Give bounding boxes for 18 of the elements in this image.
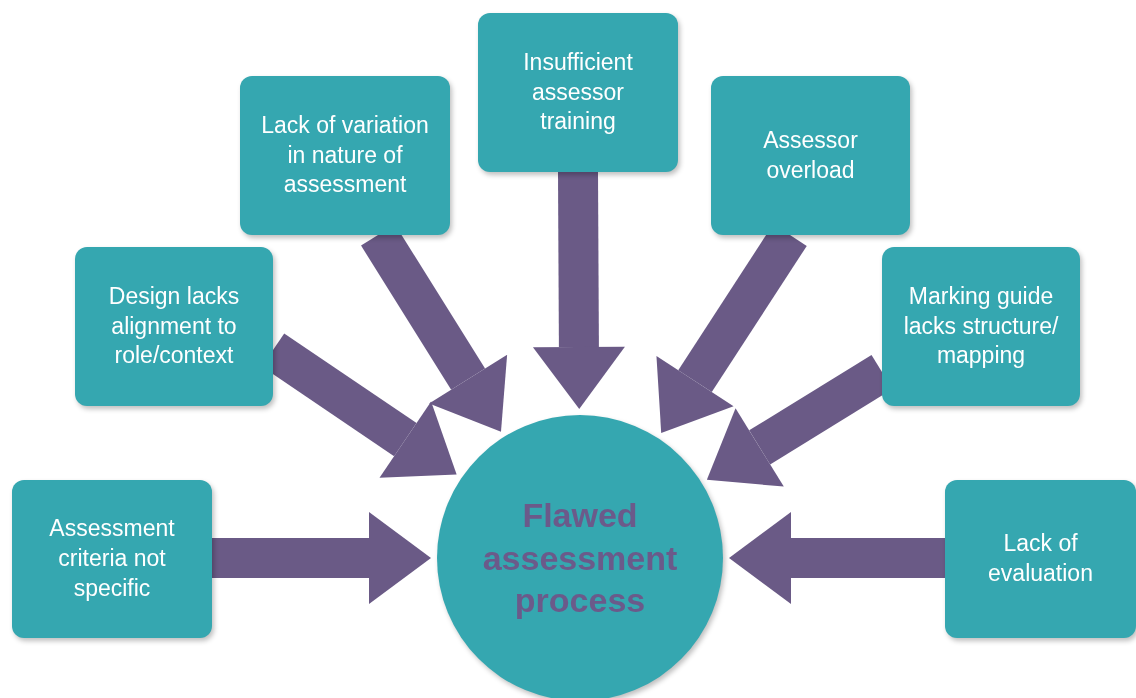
cause-label: Design lacks alignment to role/context: [107, 281, 241, 371]
effect-label: Flawed assessment process: [481, 495, 679, 622]
block-arrow: [212, 512, 431, 604]
cause-box: [240, 76, 450, 235]
cause-box: [75, 247, 273, 406]
cause-box: [945, 480, 1136, 638]
cause-label: Insufficient assessor training: [522, 47, 634, 137]
cause-box: [711, 76, 910, 235]
cause-box: [12, 480, 212, 638]
cause-label: Assessment criteria not specific: [48, 514, 176, 603]
cause-box: [478, 13, 678, 172]
cause-label: Lack of evaluation: [987, 529, 1094, 588]
cause-label: Lack of variation in nature of assessment: [260, 110, 430, 200]
cause-label: Assessor overload: [762, 125, 859, 185]
cause-box: [882, 247, 1080, 406]
cause-label: Marking guide lacks structure/ mapping: [902, 281, 1060, 371]
block-arrow: [532, 171, 625, 409]
block-arrow: [729, 512, 945, 604]
